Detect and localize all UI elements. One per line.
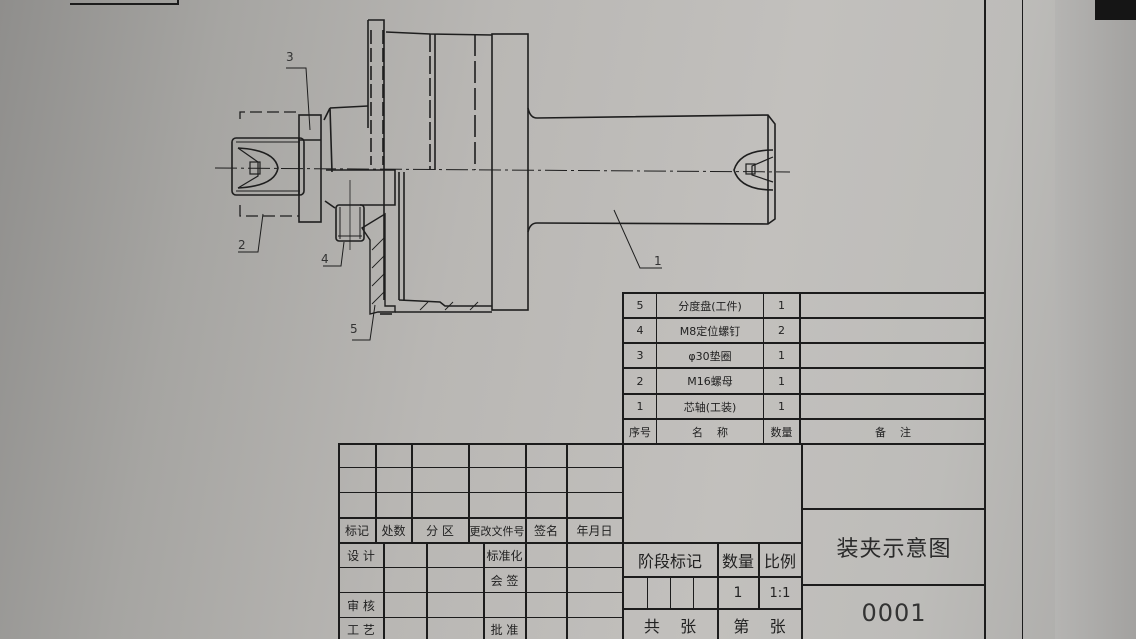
bom-row-3-no: 3 [636,349,644,362]
scale-value: 1:1 [769,585,791,601]
stage-mark-label: 阶段标记 [637,552,702,571]
approval-standardization-label: 标准化 [486,549,523,563]
bom-row-5-qty: 1 [778,299,785,312]
approval-countersign-label: 会 签 [490,574,519,588]
callout-3: 3 [286,50,294,64]
bom-row-5-name: 分度盘(工件) [678,299,742,313]
callout-2: 2 [238,238,246,252]
bom-row-3-name: φ30垫圈 [688,349,732,363]
rev-header-change-doc: 更改文件号 [469,524,525,538]
drawing-number: 0001 [861,598,927,627]
approval-process-label: 工 艺 [347,622,375,637]
background-dark-corner [1095,0,1136,20]
scale-label: 比例 [763,552,796,571]
total-sheets-label: 共 张 [643,616,697,636]
drawing-title: 装夹示意图 [836,537,952,562]
rev-header-mark: 标记 [344,524,369,538]
top-left-frame-fragment [70,3,178,5]
sheet-number-label: 第 张 [733,616,786,636]
bom-row-1-qty: 1 [778,400,785,413]
bom-header-no: 序号 [629,425,651,439]
callout-4: 4 [321,252,329,266]
rev-header-signature: 签名 [533,524,558,538]
callout-5: 5 [350,322,358,336]
bom-row-2-qty: 1 [778,374,785,388]
quantity-label: 数量 [721,552,754,571]
rev-header-date: 年月日 [576,524,613,538]
top-left-frame-fragment-v [177,0,179,5]
approval-design-label: 设 计 [347,549,375,563]
bom-header-name: 名 称 [692,425,728,439]
paper-edge [1055,0,1136,639]
bom-row-4-qty: 2 [778,324,785,337]
callout-1: 1 [654,254,662,268]
approval-approve-label: 批 准 [490,622,519,637]
bom-row-3-qty: 1 [778,349,785,362]
bom-row-2-name: M16螺母 [687,375,733,388]
bom-row-4-name: M8定位螺钉 [679,324,741,338]
paper-outer-frame [1022,0,1023,639]
quantity-value: 1 [733,585,743,601]
bom-header-remark: 备 注 [875,425,911,439]
bom-row-5-no: 5 [636,299,644,312]
bom-header-qty: 数量 [770,425,793,439]
rev-header-count: 处数 [381,524,406,538]
bom-row-4-no: 4 [636,324,644,337]
rev-header-zone: 分 区 [426,524,454,538]
drawing-frame-right [984,0,986,639]
bom-row-2-no: 2 [636,374,644,388]
approval-review-label: 审 核 [347,599,375,613]
bom-row-1-no: 1 [636,400,644,413]
bom-row-1-name: 芯轴(工装) [683,400,737,414]
